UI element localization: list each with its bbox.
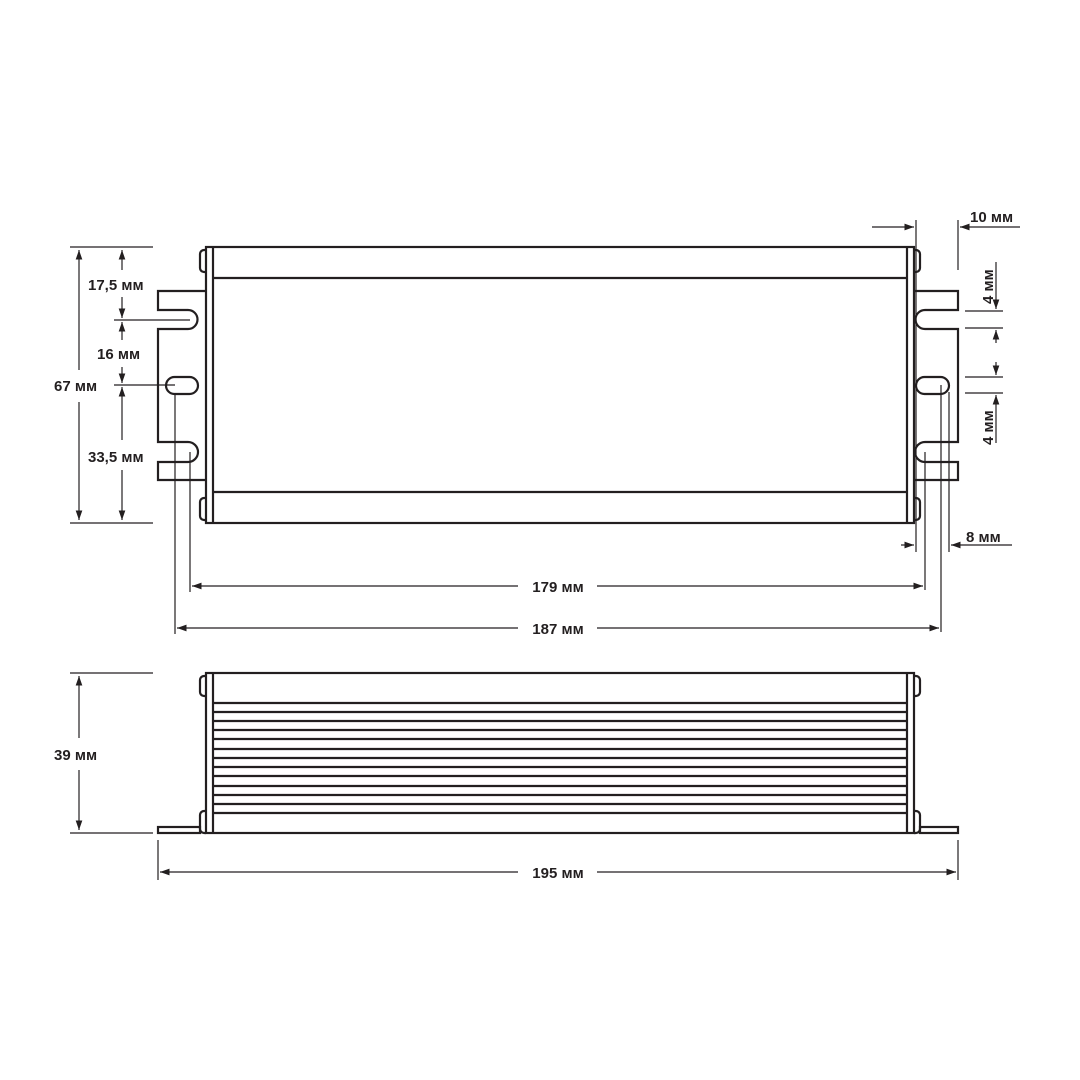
- right-mounting-hole: [914, 375, 951, 396]
- dim-slot-width-top: 4 мм: [980, 269, 997, 304]
- heatsink-fins: [213, 701, 907, 815]
- dim-inner-mount-distance: 179 мм: [532, 579, 583, 596]
- housing-outline: [204, 245, 916, 525]
- dim-flange-width: 10 мм: [970, 209, 1013, 226]
- dim-total-height: 67 мм: [54, 378, 97, 395]
- dim-outer-mount-distance: 187 мм: [532, 621, 583, 638]
- dim-slot-to-hole: 16 мм: [97, 346, 140, 363]
- side-view: 39 мм 195 мм: [54, 671, 960, 882]
- dim-top-to-slot: 17,5 мм: [88, 277, 144, 294]
- dim-height: 39 мм: [54, 747, 97, 764]
- dim-hole-to-bottom: 33,5 мм: [88, 449, 144, 466]
- right-foot: [918, 825, 960, 835]
- right-mounting-flange: [913, 289, 960, 482]
- dim-hole-offset: 8 мм: [966, 529, 1001, 546]
- left-foot: [156, 825, 202, 835]
- housing-side-outline: [204, 671, 916, 835]
- dim-total-length: 195 мм: [532, 865, 583, 882]
- dim-slot-width-bottom: 4 мм: [980, 410, 997, 445]
- top-view: 17,5 мм 16 мм 67 мм 33,5 мм 10 мм 4 мм 4…: [54, 209, 1020, 638]
